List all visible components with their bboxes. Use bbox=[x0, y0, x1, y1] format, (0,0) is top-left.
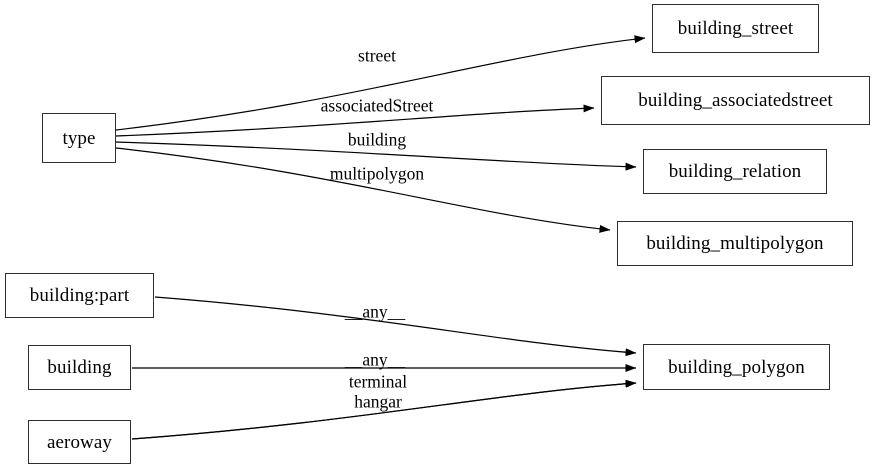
node-label: building_street bbox=[677, 18, 794, 39]
node-building_polygon[interactable]: building_polygon bbox=[643, 344, 830, 390]
node-building_multipolygon[interactable]: building_multipolygon bbox=[617, 221, 853, 266]
edge-label-hangar: hangar bbox=[354, 391, 402, 412]
edge-label-multipolygon: multipolygon bbox=[329, 163, 425, 184]
node-label: building_relation bbox=[668, 161, 802, 182]
node-type[interactable]: type bbox=[42, 113, 116, 163]
node-label: building:part bbox=[29, 285, 130, 306]
node-building[interactable]: building bbox=[28, 345, 131, 390]
edge-label-building: building bbox=[347, 129, 407, 150]
node-label: aeroway bbox=[46, 431, 113, 453]
node-aeroway[interactable]: aeroway bbox=[28, 420, 131, 464]
node-building_associatedstreet[interactable]: building_associatedstreet bbox=[601, 76, 870, 125]
edge-label-any: __any__ bbox=[344, 349, 406, 370]
edge-label-any: __any__ bbox=[344, 301, 406, 322]
node-label: building_associatedstreet bbox=[638, 90, 833, 111]
edge-label-associatedstreet: associatedStreet bbox=[320, 95, 434, 116]
edge-label-terminal: terminal bbox=[348, 371, 408, 392]
edge-label-street: street bbox=[358, 45, 396, 66]
node-building_street[interactable]: building_street bbox=[652, 4, 819, 53]
node-label: type bbox=[62, 127, 96, 149]
node-label: building_polygon bbox=[668, 356, 805, 378]
node-label: building bbox=[47, 357, 112, 378]
edge-type-to-building_multipolygon bbox=[115, 147, 611, 233]
node-label: building_multipolygon bbox=[646, 233, 824, 254]
node-building_relation[interactable]: building_relation bbox=[643, 149, 827, 194]
node-building_part[interactable]: building:part bbox=[5, 273, 154, 318]
